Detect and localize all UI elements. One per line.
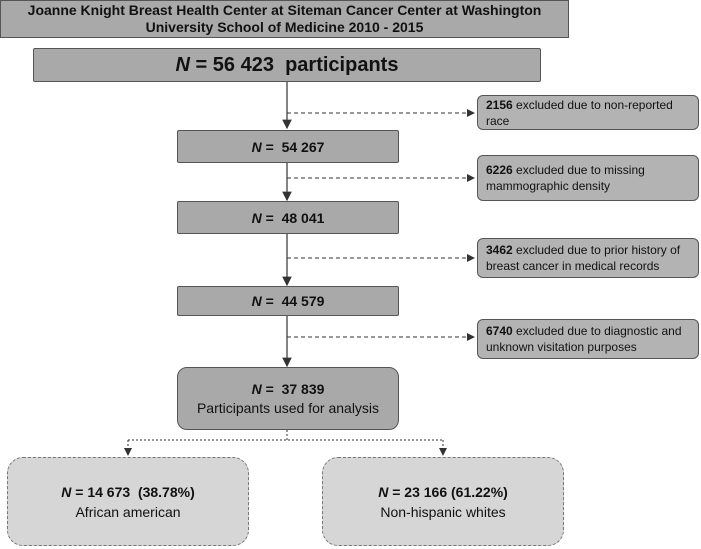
step-box-2: N = 48 041 bbox=[177, 201, 399, 234]
group-box-non-hispanic-whites: N = 23 166 (61.22%) Non-hispanic whites bbox=[322, 457, 564, 546]
analysis-value: 37 839 bbox=[281, 380, 325, 397]
header-box: Joanne Knight Breast Health Center at Si… bbox=[0, 0, 569, 38]
total-suffix: participants bbox=[285, 53, 399, 76]
total-value: 56 423 bbox=[212, 53, 274, 76]
header-line-1: Joanne Knight Breast Health Center at Si… bbox=[27, 2, 542, 18]
step-box-1: N = 54 267 bbox=[177, 130, 399, 163]
exclusion-box-1: 2156 excluded due to non-reported race bbox=[477, 95, 699, 130]
step-box-3: N = 44 579 bbox=[177, 286, 399, 316]
exclusion-box-4: 6740 excluded due to diagnostic and unkn… bbox=[477, 319, 699, 359]
step-3-value: 44 579 bbox=[281, 293, 325, 309]
group-1-percent: (38.78%) bbox=[137, 483, 195, 500]
step-2-value: 48 041 bbox=[281, 209, 325, 226]
group-1-value: 14 673 bbox=[87, 483, 131, 500]
exclusion-box-2: 6226 excluded due to missing mammographi… bbox=[477, 155, 699, 201]
analysis-box: N = 37 839 Participants used for analysi… bbox=[177, 367, 399, 430]
total-participants-box: N = 56 423 participants bbox=[33, 48, 541, 82]
group-2-label: Non-hispanic whites bbox=[380, 503, 506, 520]
group-2-value: 23 166 bbox=[404, 483, 448, 500]
exclusion-2-count: 6226 bbox=[486, 163, 513, 177]
group-1-label: African american bbox=[75, 503, 181, 520]
analysis-label: Participants used for analysis bbox=[196, 399, 380, 416]
exclusion-box-3: 3462 excluded due to prior history of br… bbox=[477, 238, 699, 278]
exclusion-1-count: 2156 bbox=[486, 97, 513, 112]
group-box-african-american: N = 14 673 (38.78%) African american bbox=[7, 457, 249, 546]
n-symbol: N bbox=[175, 53, 190, 76]
group-2-percent: (61.22%) bbox=[451, 483, 508, 500]
header-line-2: University School of Medicine 2010 - 201… bbox=[145, 19, 424, 35]
step-1-value: 54 267 bbox=[281, 138, 325, 155]
exclusion-3-count: 3462 bbox=[486, 243, 513, 257]
exclusion-4-count: 6740 bbox=[486, 324, 513, 338]
